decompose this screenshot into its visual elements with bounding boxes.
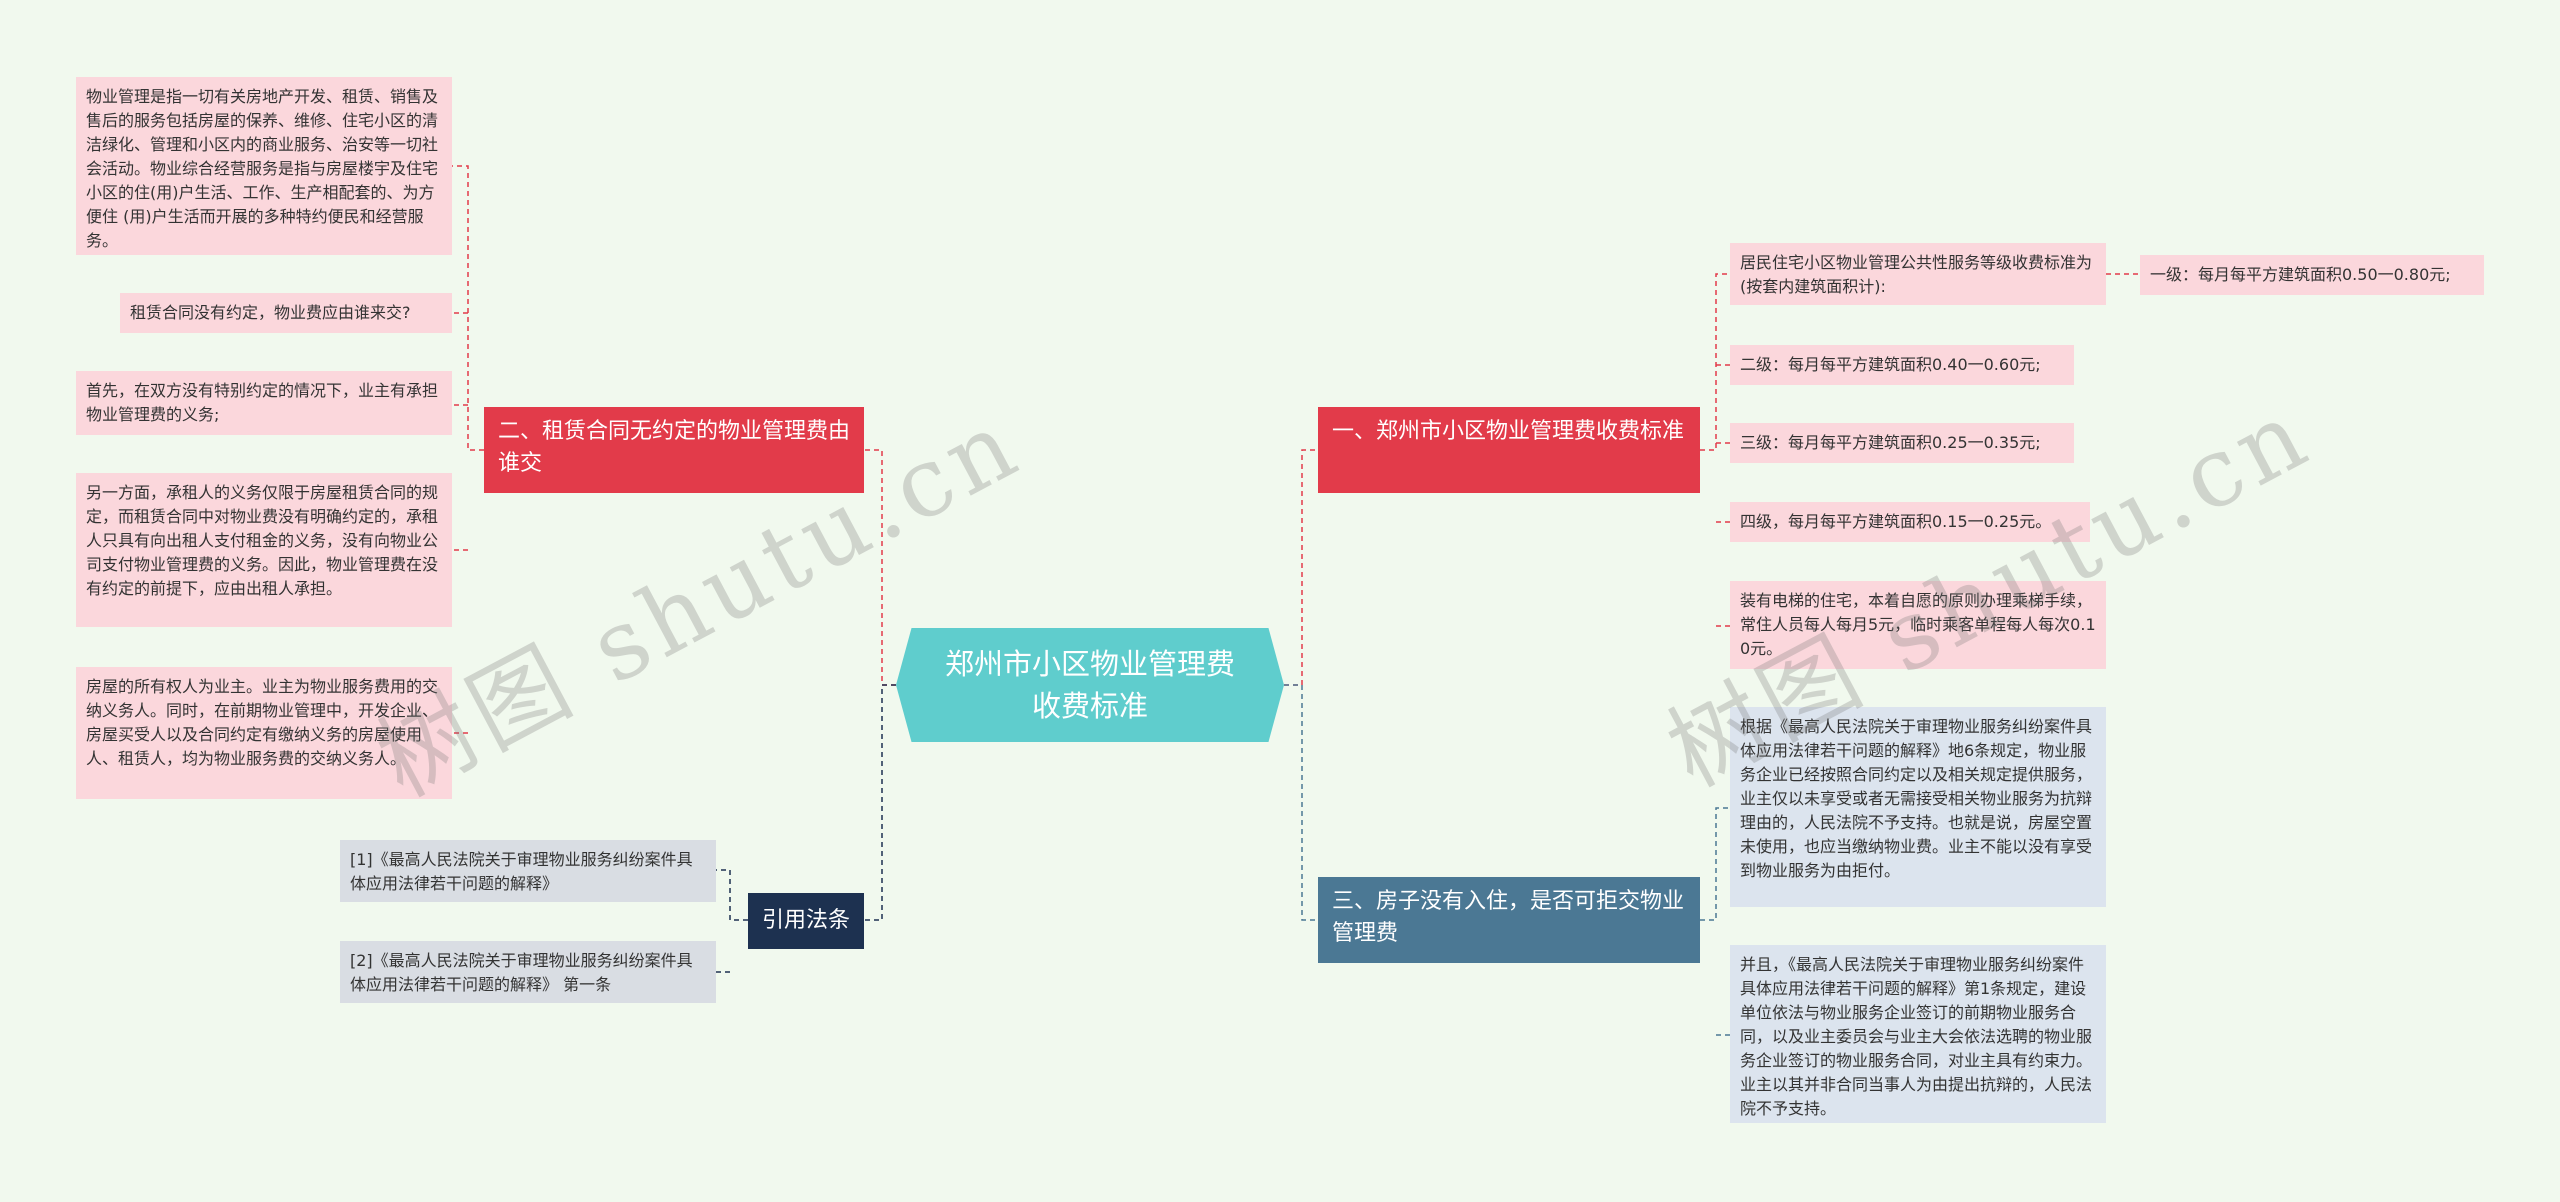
fee-level-1: 一级：每月每平方建筑面积0.50一0.80元; [2140,255,2484,295]
fee-level-2: 二级：每月每平方建筑面积0.40一0.60元; [1730,345,2074,385]
owner-obligation: 首先，在双方没有特别约定的情况下，业主有承担物业管理费的义务; [76,371,452,435]
link-b3-leaves [1700,807,1730,1036]
cited-law-2: [2]《最高人民法院关于审理物业服务纠纷案件具体应用法律若干问题的解释》 第一条 [340,941,716,1003]
fee-level-3: 三级：每月每平方建筑面积0.25一0.35元; [1730,423,2074,463]
link-root-b1 [1284,449,1318,686]
link-b2-leaves [452,165,484,734]
branch-lease-fee-payer[interactable]: 二、租赁合同无约定的物业管理费由谁交 [484,407,864,493]
branch-vacant-house-fee[interactable]: 三、房子没有入住，是否可拒交物业管理费 [1318,877,1700,963]
link-root-b4 [864,684,896,921]
judicial-interpretation-article-6: 根据《最高人民法院关于审理物业服务纠纷案件具体应用法律若干问题的解释》地6条规定… [1730,707,2106,907]
root-topic[interactable]: 郑州市小区物业管理费收费标准 [896,628,1284,742]
judicial-interpretation-article-1: 并且，《最高人民法院关于审理物业服务纠纷案件具体应用法律若干问题的解释》第1条规… [1730,945,2106,1123]
link-root-b3 [1284,684,1318,921]
fee-level-4: 四级，每月每平方建筑面积0.15一0.25元。 [1730,502,2090,542]
property-management-definition: 物业管理是指一切有关房地产开发、租赁、销售及售后的服务包括房屋的保养、维修、住宅… [76,77,452,255]
cited-law-1: [1]《最高人民法院关于审理物业服务纠纷案件具体应用法律若干问题的解释》 [340,840,716,902]
link-b4-refs [716,869,748,973]
elevator-fee-note: 装有电梯的住宅，本着自愿的原则办理乘梯手续，常住人员每人每月5元，临时乘客单程每… [1730,581,2106,669]
branch-cited-laws[interactable]: 引用法条 [748,893,864,949]
lease-question: 租赁合同没有约定，物业费应由谁来交? [120,293,452,333]
fee-standard-intro: 居民住宅小区物业管理公共性服务等级收费标准为(按套内建筑面积计): [1730,243,2106,305]
link-root-b2 [864,449,896,686]
branch-fee-standards[interactable]: 一、郑州市小区物业管理费收费标准 [1318,407,1700,493]
fee-payer-definition: 房屋的所有权人为业主。业主为物业服务费用的交纳义务人。同时，在前期物业管理中，开… [76,667,452,799]
link-b1-leaves [1700,273,1730,627]
tenant-obligation: 另一方面，承租人的义务仅限于房屋租赁合同的规定，而租赁合同中对物业费没有明确约定… [76,473,452,627]
